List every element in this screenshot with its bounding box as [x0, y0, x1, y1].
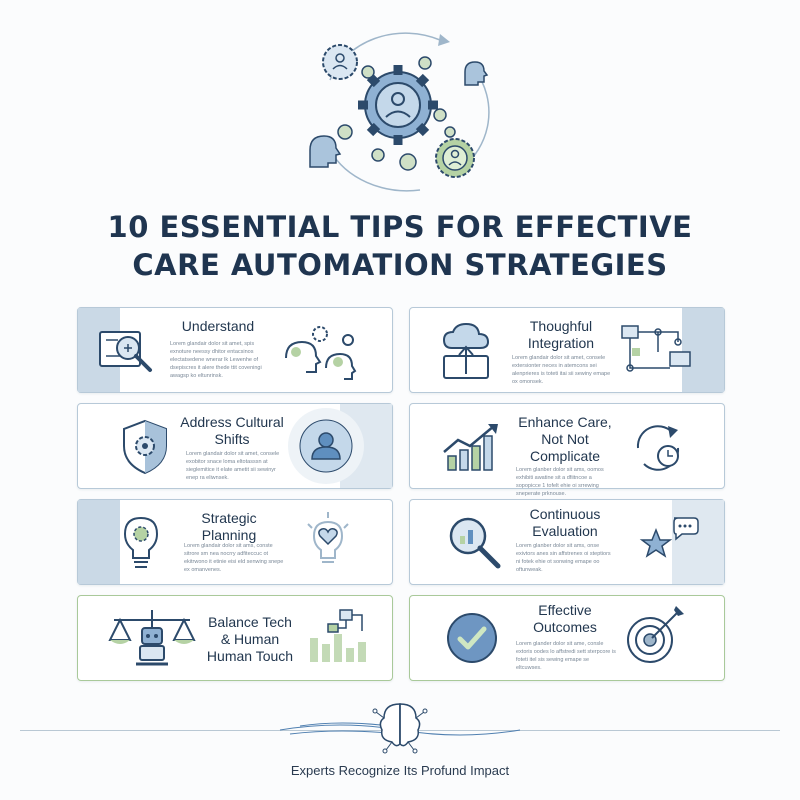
card-body: Lorem glander dolor sit ame, consle exto… [516, 641, 616, 671]
card-body: Lorem glandair dolor sit amet, consele e… [186, 451, 280, 481]
card-heading: Thoughful Integration [527, 318, 595, 351]
footer-tagline: Experts Recognize Its Profund Impact [290, 763, 510, 778]
center-gear-icon [358, 65, 438, 145]
person-gear-icon [322, 44, 358, 80]
card-body: Lorem glandair dolor sit amet, spis exno… [170, 341, 262, 379]
tip-card-understand[interactable]: Understand Lorem glandair dolor sit amet… [77, 307, 393, 393]
robot-scale-icon [108, 610, 196, 666]
card-body: Lorem glanber dolor sit ams, oomos exhib… [516, 467, 604, 497]
tip-card-strategic-planning[interactable]: Strategic Planning Lorem glandair dolor … [77, 499, 393, 585]
tip-card-effective-outcomes[interactable]: Effective Outcomes Lorem glander dolor s… [409, 595, 725, 681]
star-feedback-icon [639, 517, 699, 558]
head-silhouette-icon [309, 135, 342, 168]
tip-card-continuous-evaluation[interactable]: Continuous Evaluation Lorem glanber dolo… [409, 499, 725, 585]
heads-gears-icon [285, 326, 357, 380]
check-circle-icon [447, 613, 497, 663]
tip-card-enhance-care[interactable]: Enhance Care, Not Not Complicate Lorem g… [409, 403, 725, 497]
tip-card-thoughful-integration[interactable]: Thoughful Integration Lorem glandair dol… [409, 307, 725, 393]
automation-cycle-illustration [309, 32, 490, 192]
page-title: 10 ESSENTIAL TIPS FOR EFFECTIVE CARE AUT… [0, 208, 800, 284]
card-heading: Address Cultural Shifts [180, 414, 284, 447]
title-line-1: 10 ESSENTIAL TIPS FOR EFFECTIVE [107, 210, 693, 244]
tip-card-balance-tech[interactable]: Balance Tech & Human Human Touch [77, 595, 393, 681]
flow-bars-icon [310, 609, 366, 662]
title-line-2: CARE AUTOMATION STRATEGIES [132, 248, 668, 282]
card-body: Lorem glanber dolor sit ams, onse exivto… [516, 543, 611, 573]
refresh-clock-icon [636, 425, 680, 471]
card-heading: Understand [181, 318, 255, 334]
magnifier-chart-icon [449, 517, 501, 569]
card-heading: Effective Outcomes [533, 602, 597, 635]
card-heading: Enhance Care, Not Not Complicate [518, 414, 612, 464]
heart-lightbulb-icon [307, 512, 349, 563]
head-silhouette-icon [464, 61, 489, 86]
card-body: Lorem glandair dolor sit amet, consele e… [512, 355, 611, 385]
growth-chart-icon [443, 424, 498, 471]
green-person-gear-icon [435, 138, 475, 178]
avatar-icon [288, 408, 364, 484]
shield-gear-icon [123, 419, 167, 475]
card-heading: Balance Tech & Human Human Touch [206, 614, 294, 664]
cloud-upload-icon [442, 322, 490, 379]
card-body: Lorem glandair dolor sit ams, conste sit… [184, 543, 284, 573]
card-heading: Continuous Evaluation [529, 506, 601, 539]
card-heading: Strategic Planning [201, 510, 257, 543]
tip-card-address-cultural-shifts[interactable]: Address Cultural Shifts Lorem glandair d… [77, 403, 393, 489]
target-arrow-icon [627, 606, 684, 663]
lightbulb-gear-icon [123, 516, 159, 568]
brain-circuit-icon [279, 703, 521, 754]
magnifier-document-icon [99, 331, 152, 372]
process-flow-icon [621, 325, 691, 372]
